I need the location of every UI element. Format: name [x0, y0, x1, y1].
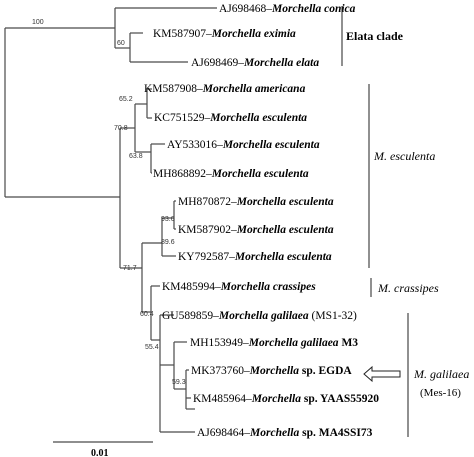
bootstrap-label: 89.6	[161, 239, 175, 246]
clade-label-elata: Elata clade	[346, 29, 404, 43]
taxon-label: AJ698464–Morchella sp. MA4SSI73	[197, 427, 373, 439]
taxon-label: GU589859–Morchella galilaea (MS1-32)	[162, 310, 357, 322]
clade-brackets	[341, 6, 409, 437]
clade-labels: Elata clade M. esculenta M. crassipes M.…	[346, 29, 469, 399]
taxon-label: MH153949–Morchella galilaea M3	[190, 337, 358, 349]
taxon-label: KC751529–Morchella esculenta	[154, 112, 307, 124]
taxon-labels: AJ698468–Morchella conica KM587907–Morch…	[144, 3, 379, 439]
taxon-label: MH868892–Morchella esculenta	[153, 168, 309, 180]
taxon-label: MK373760–Morchella sp. EGDA	[191, 365, 352, 377]
clade-label-esculenta: M. esculenta	[373, 149, 435, 163]
bootstrap-label: 60	[117, 40, 125, 47]
clade-label-galilaea: M. galilaea	[413, 367, 469, 381]
scale-bar: 0.01	[53, 441, 153, 457]
bootstrap-label: 59.3	[172, 379, 186, 386]
bootstrap-label: 71.7	[123, 265, 137, 272]
taxon-label: KM587902–Morchella esculenta	[178, 224, 334, 236]
taxon-label: AJ698469–Morchella elata	[191, 57, 319, 69]
taxon-label: KM587908–Morchella americana	[144, 83, 306, 95]
tree-branches	[4, 7, 217, 433]
scale-label: 0.01	[91, 448, 109, 457]
bootstrap-label: 55.4	[145, 344, 159, 351]
bootstrap-label: 93.6	[161, 216, 175, 223]
taxon-label: AY533016–Morchella esculenta	[167, 139, 320, 151]
taxon-label: KM587907–Morchella eximia	[153, 28, 296, 40]
taxon-label: KM485994–Morchella crassipes	[162, 281, 316, 293]
bootstrap-values: 100 60 65.2 70.8 63.8 93.6 89.6 71.7 60.…	[32, 19, 186, 386]
clade-note-galilaea: (Mes-16)	[420, 387, 461, 399]
bootstrap-label: 60.4	[140, 311, 154, 318]
bootstrap-label: 70.8	[114, 125, 128, 132]
taxon-label: KY792587–Morchella esculenta	[178, 251, 332, 263]
taxon-label: AJ698468–Morchella conica	[219, 3, 356, 15]
bootstrap-label: 100	[32, 19, 44, 26]
taxon-label: KM485964–Morchella sp. YAAS55920	[193, 393, 379, 405]
clade-label-crassipes: M. crassipes	[377, 281, 439, 295]
bootstrap-label: 63.8	[129, 153, 143, 160]
taxon-label: MH870872–Morchella esculenta	[178, 196, 334, 208]
highlight-arrow-icon	[363, 365, 401, 383]
bootstrap-label: 65.2	[119, 96, 133, 103]
